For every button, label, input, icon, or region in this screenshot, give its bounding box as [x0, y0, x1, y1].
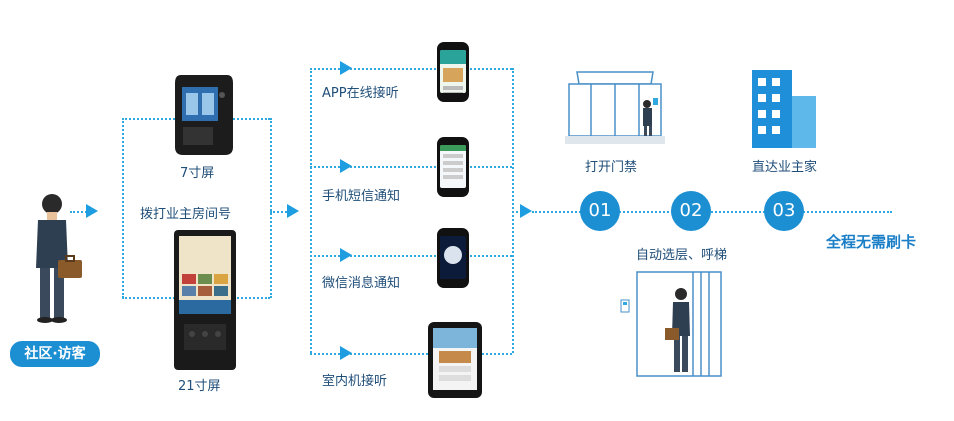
- arrow-icon: [520, 204, 532, 218]
- arrow-icon: [86, 204, 98, 218]
- connector-line: [512, 211, 522, 213]
- phone-wechat-icon: [437, 228, 469, 288]
- arrow-icon: [340, 248, 352, 262]
- step-3-badge: 03: [764, 191, 804, 231]
- visitor-badge: 社区·访客: [10, 341, 100, 367]
- notify-frame-left: [310, 68, 312, 353]
- notify-app-label: APP在线接听: [322, 86, 399, 101]
- intercom-7inch-device: [175, 75, 233, 155]
- indoor-unit-icon: [428, 322, 482, 398]
- arrow-icon: [287, 204, 299, 218]
- screen-7inch-label: 7寸屏: [180, 166, 215, 181]
- notify-frame-right: [512, 68, 514, 353]
- step-1-label: 打开门禁: [585, 160, 638, 175]
- dial-room-label: 拨打业主房间号: [140, 207, 232, 222]
- phone-sms-icon: [437, 137, 469, 197]
- connector-line: [70, 211, 90, 213]
- phone-app-icon: [437, 42, 469, 102]
- notify-row-line-2: [310, 166, 512, 168]
- step-3-label: 直达业主家: [752, 160, 818, 175]
- arrow-icon: [340, 61, 352, 75]
- step-1-badge: 01: [580, 191, 620, 231]
- arrow-icon: [340, 159, 352, 173]
- slogan-text: 全程无需刷卡: [826, 233, 917, 251]
- steps-line: [532, 211, 892, 213]
- visitor-figure: [28, 190, 88, 330]
- connector-line: [270, 211, 290, 213]
- notify-row-line-4: [310, 353, 512, 355]
- notify-wechat-label: 微信消息通知: [322, 276, 401, 291]
- screen-21inch-label: 21寸屏: [178, 379, 221, 394]
- gate-illustration: [565, 70, 665, 145]
- device-frame-right: [270, 118, 272, 298]
- step-2-label: 自动选层、呼梯: [636, 248, 728, 263]
- notify-row-line-3: [310, 255, 512, 257]
- arrow-icon: [340, 346, 352, 360]
- notify-indoor-label: 室内机接听: [322, 374, 388, 389]
- elevator-illustration: [615, 270, 725, 382]
- notify-sms-label: 手机短信通知: [322, 189, 401, 204]
- building-icon: [748, 66, 818, 148]
- notify-row-line-1: [310, 68, 512, 70]
- step-2-badge: 02: [671, 191, 711, 231]
- device-frame-left: [122, 118, 124, 298]
- kiosk-21inch-device: [174, 230, 236, 370]
